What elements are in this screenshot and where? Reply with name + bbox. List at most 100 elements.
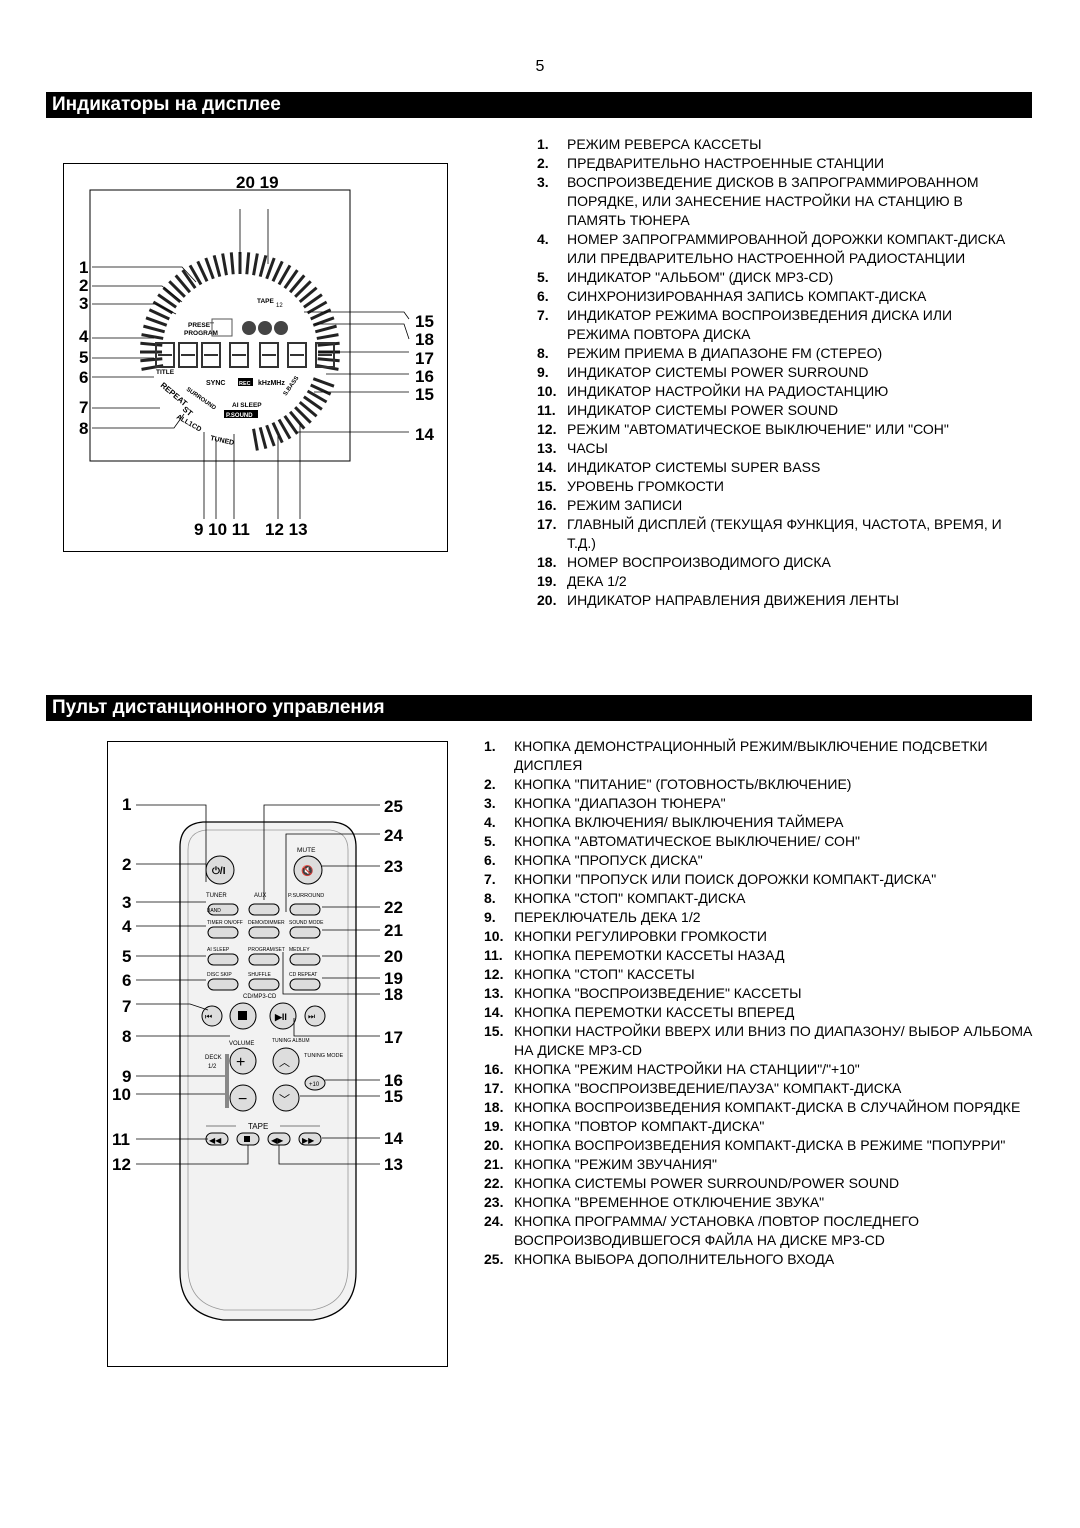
item-number: 5.	[484, 833, 496, 849]
callout-left: 3	[79, 294, 88, 313]
main-display-digits	[155, 342, 335, 368]
power-icon: ⏻/I	[212, 865, 226, 877]
list-item: 10. КНОПКИ РЕГУЛИРОВКИ ГРОМКОСТИ	[484, 927, 1044, 946]
remote-button[interactable]	[207, 926, 239, 939]
item-text: КНОПКА "ПОВТОР КОМПАКТ-ДИСКА"	[514, 1118, 765, 1134]
list-item: 9.ИНДИКАТОР СИСТЕМЫ POWER SURROUND	[537, 363, 1007, 382]
item-text: КНОПКА ВКЛЮЧЕНИЯ/ ВЫКЛЮЧЕНИЯ ТАЙМЕРА	[514, 814, 844, 830]
label-title: TITLE	[156, 369, 175, 376]
remote-button[interactable]	[289, 926, 321, 939]
label-repeat: REPEAT	[159, 381, 189, 408]
callout-right: 23	[384, 857, 403, 876]
label-demo: DEMO/DIMMER	[248, 920, 285, 926]
label-tuned: TUNED	[210, 435, 235, 447]
callout-right: 21	[384, 921, 403, 940]
remote-button[interactable]	[248, 978, 280, 991]
list-item: 13.ЧАСЫ	[537, 439, 1007, 458]
label-tape-num: 12	[276, 303, 283, 309]
item-number: 1.	[484, 738, 496, 754]
callout-right: 16	[415, 367, 434, 386]
item-number: 14.	[484, 1004, 504, 1020]
item-text: СИНХРОНИЗИРОВАННАЯ ЗАПИСЬ КОМПАКТ-ДИСКА	[567, 288, 927, 304]
item-number: 4.	[484, 814, 496, 830]
callout-right: 14	[415, 425, 434, 444]
remote-body	[179, 821, 357, 1321]
chevron-down-icon: ﹀	[279, 1093, 290, 1106]
callout-left: 2	[122, 855, 131, 874]
item-text: ИНДИКАТОР "АЛЬБОМ" (ДИСК MP3-CD)	[567, 269, 834, 285]
item-number: 12.	[537, 421, 557, 437]
remote-diagram: ⏻/I MUTE 🔇 TUNER AUX P.SURROUND BANDTIME…	[112, 795, 403, 1321]
callout-right: 24	[384, 826, 403, 845]
list-item: 15.УРОВЕНЬ ГРОМКОСТИ	[537, 477, 1007, 496]
item-text: КНОПКА "СТОП" КАССЕТЫ	[514, 966, 695, 982]
item-text: КНОПКА "ВРЕМЕННОЕ ОТКЛЮЧЕНИЕ ЗВУКА"	[514, 1194, 825, 1210]
disc-indicator-3	[274, 321, 288, 335]
item-text: КНОПКИ РЕГУЛИРОВКИ ГРОМКОСТИ	[514, 928, 767, 944]
label-ai_sleep: AI SLEEP	[207, 947, 230, 953]
item-text: КНОПКА "АВТОМАТИЧЕСКОЕ ВЫКЛЮЧЕНИЕ/ СОН"	[514, 833, 861, 849]
list-item: 8.РЕЖИМ ПРИЕМА В ДИАПАЗОНЕ FM (СТЕРЕО)	[537, 344, 1007, 363]
play-both-icon: ◀▶	[271, 1136, 284, 1145]
callout-left: 5	[79, 348, 88, 367]
fast-forward-icon: ▶▶	[302, 1136, 315, 1145]
remote-button[interactable]	[207, 953, 239, 966]
item-number: 19.	[484, 1118, 504, 1134]
mute-icon: 🔇	[301, 864, 313, 877]
callout-left: 10	[112, 1085, 131, 1104]
item-text: ИНДИКАТОР НАПРАВЛЕНИЯ ДВИЖЕНИЯ ЛЕНТЫ	[567, 592, 900, 608]
page-number: 5	[535, 58, 545, 75]
item-number: 9.	[484, 909, 496, 925]
item-number: 19.	[537, 573, 557, 589]
list-item: 19. КНОПКА "ПОВТОР КОМПАКТ-ДИСКА"	[484, 1117, 1044, 1136]
remote-button[interactable]	[248, 926, 280, 939]
remote-button[interactable]	[289, 953, 321, 966]
callout-right: 16	[384, 1071, 403, 1090]
item-text: ИНДИКАТОР СИСТЕМЫ POWER SOUND	[567, 402, 839, 418]
item-text: ИНДИКАТОР СИСТЕМЫ SUPER BASS	[567, 459, 821, 475]
label-plus10: +10	[309, 1082, 320, 1088]
list-item: 4.НОМЕР ЗАПРОГРАММИРОВАННОЙ ДОРОЖКИ КОМП…	[537, 230, 1007, 268]
skip-back-icon: ⏮	[205, 1012, 212, 1021]
item-number: 8.	[484, 890, 496, 906]
cd-play-pause-button	[269, 1002, 297, 1030]
item-number: 15.	[537, 478, 557, 494]
item-text: КНОПКА СИСТЕМЫ POWER SURROUND/POWER SOUN…	[514, 1175, 900, 1191]
list-item: 12.КНОПКА "СТОП" КАССЕТЫ	[484, 965, 1044, 984]
stop-icon	[238, 1011, 247, 1020]
item-text: КНОПКА ВОСПРОИЗВЕДЕНИЯ КОМПАКТ-ДИСКА В Р…	[514, 1137, 1006, 1153]
remote-button[interactable]	[289, 978, 321, 991]
callout-left: 9	[122, 1067, 131, 1086]
callout-right: 13	[384, 1155, 403, 1174]
item-text: РЕЖИМ РЕВЕРСА КАССЕТЫ	[567, 136, 762, 152]
item-text: ПРЕДВАРИТЕЛЬНО НАСТРОЕННЫЕ СТАНЦИИ	[567, 155, 885, 171]
remote-button[interactable]	[207, 903, 239, 916]
disc-indicator-2	[258, 321, 272, 335]
volume-down-button	[229, 1084, 257, 1112]
mute-button	[293, 855, 323, 885]
callout-right: 17	[384, 1028, 403, 1047]
callout-right: 19	[384, 969, 403, 988]
remote-button[interactable]	[207, 978, 239, 991]
item-number: 10.	[484, 928, 504, 944]
callout-left: 2	[79, 276, 88, 295]
section-title-display-indicators: Индикаторы на дисплее	[46, 92, 1032, 118]
remote-button[interactable]	[289, 903, 321, 916]
item-text: КНОПКА ПРОГРАММА/ УСТАНОВКА /ПОВТОР ПОСЛ…	[514, 1213, 920, 1248]
remote-button[interactable]	[248, 953, 280, 966]
list-item: 10.ИНДИКАТОР НАСТРОЙКИ НА РАДИОСТАНЦИЮ	[537, 382, 1007, 401]
remote-button[interactable]	[248, 903, 280, 916]
label-shuffle: SHUFFLE	[248, 972, 271, 978]
rewind-icon: ◀◀	[209, 1136, 222, 1145]
item-number: 13.	[537, 440, 557, 456]
label-khzmhz: kHzMHz	[258, 380, 285, 387]
item-number: 18.	[537, 554, 557, 570]
label-psurround: P.SURROUND	[288, 893, 324, 899]
callout-right: 25	[384, 797, 403, 816]
label-disc_skip: DISC SKIP	[207, 972, 232, 978]
item-number: 23.	[484, 1194, 504, 1210]
item-text: РЕЖИМ "АВТОМАТИЧЕСКОЕ ВЫКЛЮЧЕНИЕ" ИЛИ "С…	[567, 421, 949, 437]
item-text: КНОПКА ПЕРЕМОТКИ КАССЕТЫ ВПЕРЕД	[514, 1004, 795, 1020]
